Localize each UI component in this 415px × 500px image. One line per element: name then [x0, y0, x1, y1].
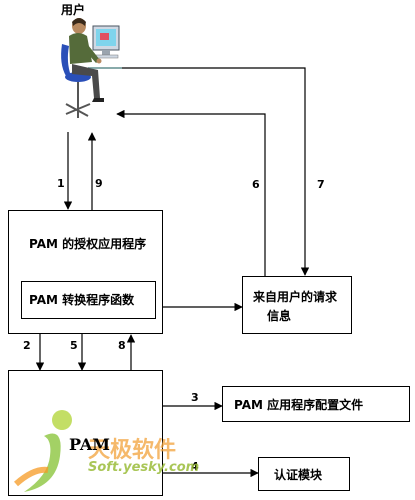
converter-function-label: PAM 转换程序函数: [29, 293, 135, 307]
arrow-number-9: 9: [95, 177, 103, 190]
converter-function-box: PAM 转换程序函数: [21, 281, 156, 319]
arrow-number-6: 6: [252, 178, 260, 191]
pam-config-file-label: PAM 应用程序配置文件: [234, 398, 364, 412]
arrow-number-1: 1: [57, 177, 65, 190]
arrow-number-4: 4: [191, 460, 199, 473]
arrow-7: [121, 67, 310, 276]
user-label: 用户: [61, 3, 86, 17]
pam-config-file-box: PAM 应用程序配置文件: [222, 386, 410, 422]
auth-module-box: 认证模块: [258, 457, 350, 491]
user-request-label-line2: 信息: [267, 309, 292, 323]
user-at-computer-icon: [61, 18, 122, 118]
auth-application-label: PAM 的授权应用程序: [29, 237, 147, 251]
arrow-number-2: 2: [23, 339, 31, 352]
auth-module-label: 认证模块: [274, 468, 323, 482]
pam-label: PAM: [69, 435, 110, 454]
arrow-number-8: 8: [118, 339, 126, 352]
arrow-number-7: 7: [317, 178, 325, 191]
arrow-number-3: 3: [191, 391, 199, 404]
arrow-6: [116, 109, 266, 278]
user-request-label-line1: 来自用户的请求: [253, 290, 338, 304]
arrow-number-5: 5: [70, 339, 78, 352]
user-request-box: 来自用户的请求 信息: [242, 276, 352, 334]
watermark-brand-text: 天极软件: [88, 438, 177, 463]
watermark-logo-icon: [14, 410, 72, 492]
watermark-url-text: Soft.yesky.com: [88, 460, 200, 475]
